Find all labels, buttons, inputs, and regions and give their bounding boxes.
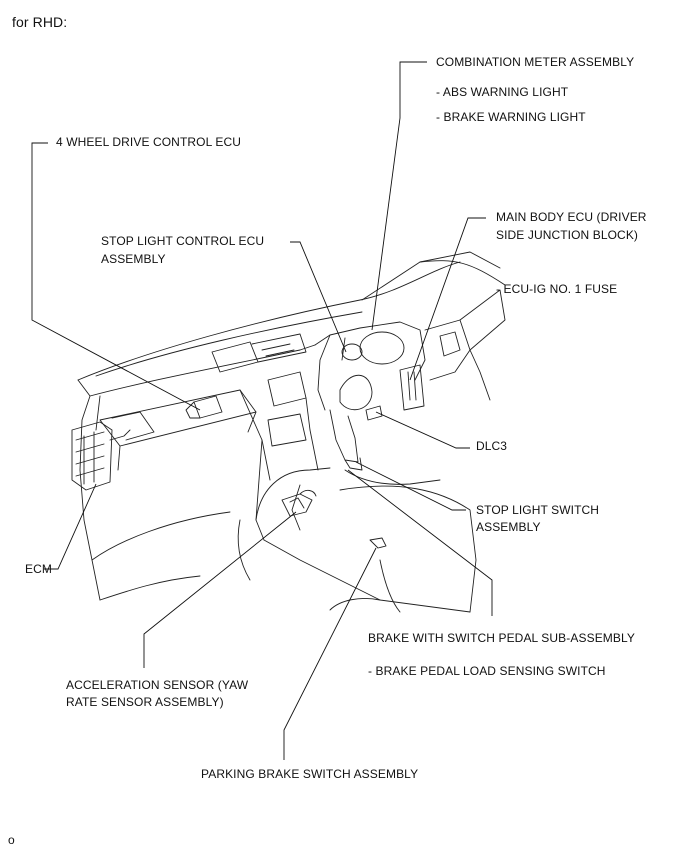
label-stop-light-switch-line2: ASSEMBLY: [476, 520, 541, 534]
label-4wd-ecu: 4 WHEEL DRIVE CONTROL ECU: [56, 135, 241, 149]
label-dlc3: DLC3: [476, 439, 508, 453]
footer-mark: o: [8, 833, 15, 847]
label-stop-light-switch-line1: STOP LIGHT SWITCH: [476, 503, 600, 517]
label-abs-warning: - ABS WARNING LIGHT: [436, 85, 569, 99]
label-parking-brake: PARKING BRAKE SWITCH ASSEMBLY: [201, 767, 419, 781]
label-main-body-ecu-line1: MAIN BODY ECU (DRIVER: [496, 210, 647, 224]
label-ecm: ECM: [25, 562, 52, 576]
label-combination-meter: COMBINATION METER ASSEMBLY: [436, 55, 635, 69]
label-ecu-ig-fuse: - ECU-IG NO. 1 FUSE: [496, 282, 618, 296]
label-brake-pedal-line1: BRAKE WITH SWITCH PEDAL SUB-ASSEMBLY: [368, 631, 635, 645]
label-accel-sensor-line1: ACCELERATION SENSOR (YAW: [66, 678, 249, 692]
label-stop-light-ecu-line1: STOP LIGHT CONTROL ECU: [101, 234, 265, 248]
label-brake-pedal-line2: - BRAKE PEDAL LOAD SENSING SWITCH: [368, 664, 606, 678]
page-header: for RHD:: [12, 14, 68, 30]
label-stop-light-ecu-line2: ASSEMBLY: [101, 252, 166, 266]
label-brake-warning: - BRAKE WARNING LIGHT: [436, 110, 586, 124]
label-accel-sensor-line2: RATE SENSOR ASSEMBLY): [66, 695, 224, 709]
label-main-body-ecu-line2: SIDE JUNCTION BLOCK): [496, 228, 639, 242]
